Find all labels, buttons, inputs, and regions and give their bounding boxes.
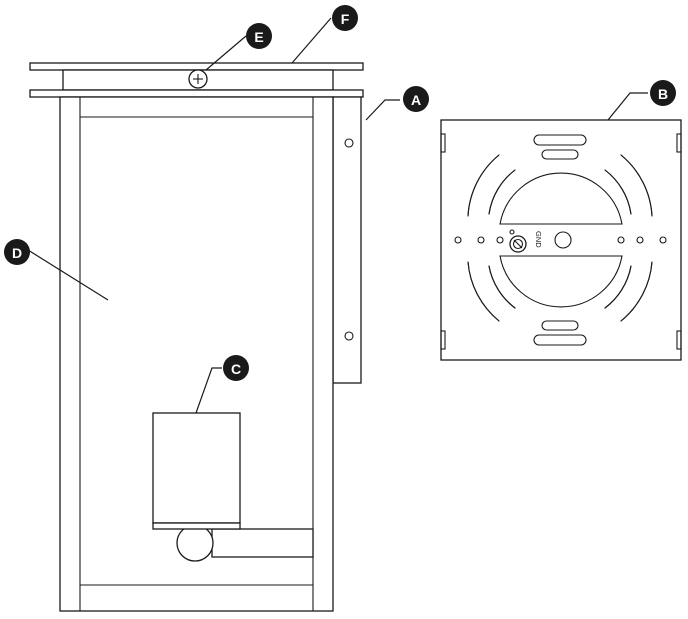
svg-text:A: A [411, 92, 421, 108]
callout-e: E [246, 23, 272, 49]
svg-text:B: B [658, 86, 668, 102]
callout-c: C [223, 355, 249, 381]
svg-text:D: D [12, 245, 22, 261]
svg-text:E: E [254, 29, 263, 45]
callout-a: A [403, 86, 429, 112]
ground-screw [509, 229, 527, 253]
mounting-plate [332, 96, 362, 384]
callout-b: B [650, 80, 676, 106]
ground-label: GND [534, 231, 543, 248]
leader-lines [27, 17, 648, 414]
crossbar-bracket: GND [440, 119, 682, 361]
cap-screw [188, 69, 208, 89]
callout-f: F [332, 5, 358, 31]
callout-d: D [4, 239, 30, 265]
svg-text:C: C [231, 361, 241, 377]
svg-text:F: F [341, 11, 350, 27]
